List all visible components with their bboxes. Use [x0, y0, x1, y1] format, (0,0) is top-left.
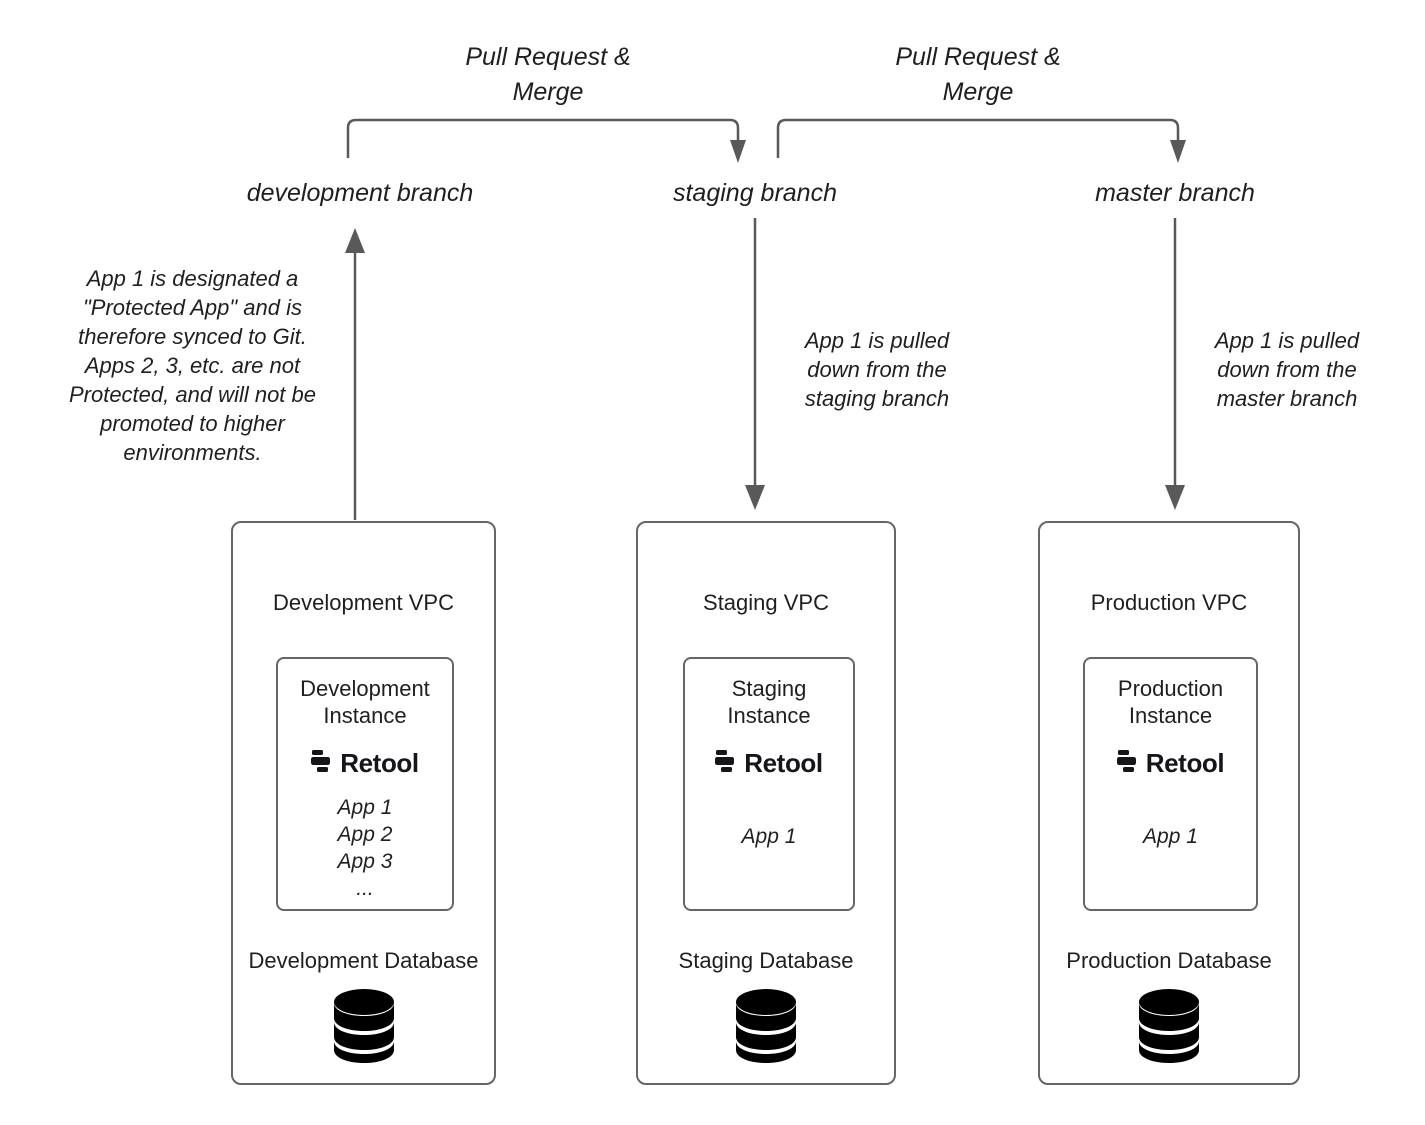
- vpc-staging: Staging VPC Staging Instance Retool App …: [636, 521, 896, 1085]
- database-icon: [638, 988, 894, 1064]
- database-icon: [233, 988, 494, 1064]
- branch-label-staging: staging branch: [672, 179, 837, 207]
- instance-title-production: Production Instance: [1117, 676, 1224, 728]
- app-list-item: App 1: [1143, 825, 1198, 848]
- retool-logo-production: Retool: [1085, 748, 1256, 779]
- vpc-title-staging: Staging VPC: [703, 590, 829, 615]
- connector-staging-to-master: [776, 118, 1186, 163]
- flow-label-staging-to-master: Pull Request & Merge: [895, 43, 1061, 106]
- app-list-item: App 1: [337, 796, 393, 819]
- vpc-title-production: Production VPC: [1090, 590, 1248, 615]
- retool-wordmark: Retool: [340, 748, 419, 778]
- note-protected-app: App 1 is designated a "Protected App" an…: [68, 266, 317, 465]
- retool-mark-icon: [311, 749, 333, 778]
- instance-title-staging: Staging Instance: [727, 676, 811, 728]
- app-list-item: App 1: [741, 825, 797, 848]
- app-list-production: App 1: [1085, 823, 1256, 850]
- vpc-title-development: Development VPC: [273, 590, 454, 615]
- retool-mark-icon: [715, 749, 737, 778]
- note-staging-pull: App 1 is pulled down from the staging br…: [804, 328, 950, 411]
- database-title-development: Development Database: [248, 948, 479, 973]
- vpc-development: Development VPC Development Instance Ret…: [231, 521, 496, 1085]
- branch-label-development: development branch: [246, 179, 474, 207]
- instance-production: Production Instance Retool App 1: [1083, 657, 1258, 911]
- connector-stagingbranch-to-stagingvpc: [745, 218, 765, 510]
- app-list-item: App 2: [337, 823, 393, 846]
- connector-dev-to-staging: [346, 118, 746, 163]
- app-list-development: App 1 App 2 App 3 ...: [278, 794, 452, 902]
- database-title-production: Production Database: [1066, 948, 1272, 973]
- instance-staging: Staging Instance Retool App 1: [683, 657, 855, 911]
- retool-logo-development: Retool: [278, 748, 452, 779]
- branch-label-master: master branch: [1095, 179, 1255, 207]
- database-icon: [1040, 988, 1298, 1064]
- app-list-item: ...: [356, 877, 374, 900]
- retool-mark-icon: [1116, 749, 1139, 778]
- database-title-staging: Staging Database: [678, 948, 854, 973]
- flow-label-dev-to-staging: Pull Request & Merge: [465, 43, 631, 106]
- note-master-pull: App 1 is pulled down from the master bra…: [1214, 328, 1360, 411]
- instance-title-development: Development Instance: [300, 676, 430, 728]
- app-list-item: App 3: [337, 850, 393, 873]
- retool-logo-staging: Retool: [685, 748, 853, 779]
- app-list-staging: App 1: [685, 823, 853, 850]
- connector-masterbranch-to-productionvpc: [1165, 218, 1185, 510]
- connector-devinstance-to-devbranch: [345, 228, 365, 520]
- retool-wordmark: Retool: [744, 748, 823, 778]
- instance-development: Development Instance Retool App 1 App 2 …: [276, 657, 454, 911]
- retool-wordmark: Retool: [1145, 748, 1225, 778]
- vpc-production: Production VPC Production Instance Retoo…: [1038, 521, 1300, 1085]
